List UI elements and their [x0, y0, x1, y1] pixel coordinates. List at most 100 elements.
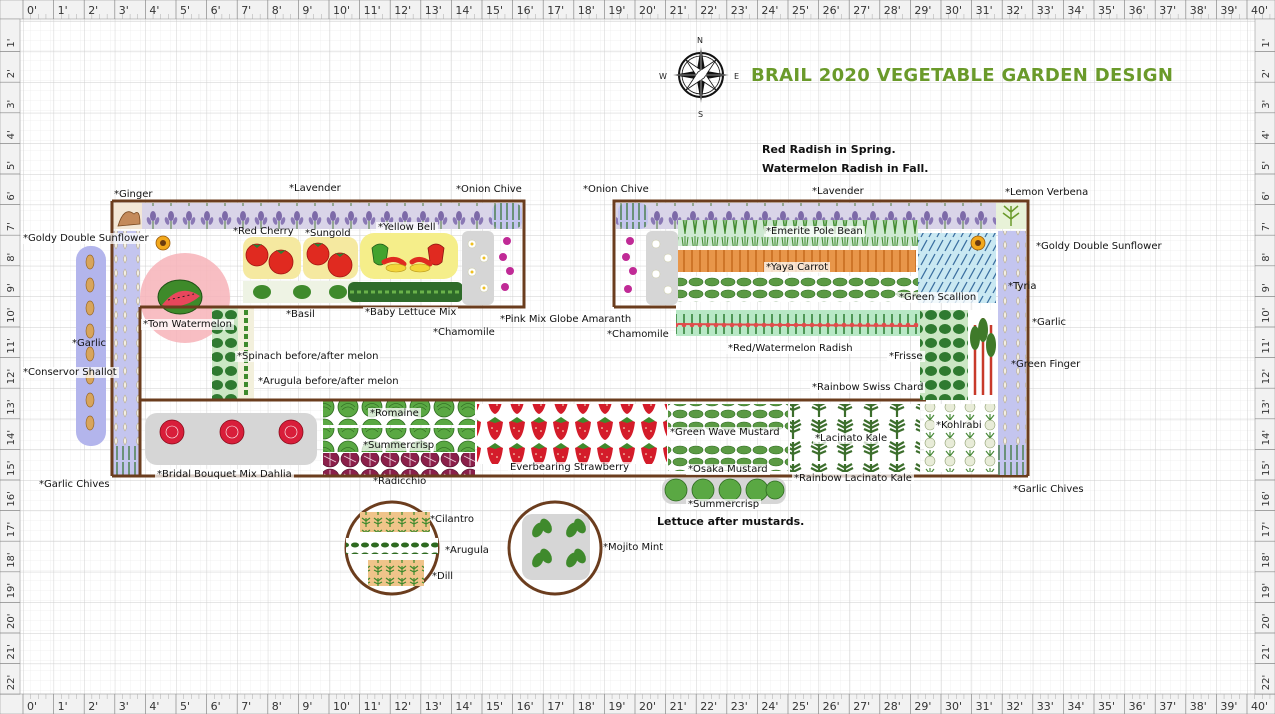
- ruler-right-label: 8': [1261, 253, 1272, 262]
- ruler-top-label: 7': [241, 4, 251, 17]
- label-yellow-bell[interactable]: *Yellow Bell: [376, 222, 438, 233]
- ruler-right-label: 6': [1261, 191, 1272, 200]
- label-green-finger[interactable]: *Green Finger: [1011, 359, 1081, 370]
- ruler-bottom-label: 35': [1098, 700, 1115, 713]
- label-frisse[interactable]: *Frisse: [887, 351, 925, 362]
- label-garlic-left[interactable]: *Garlic: [72, 338, 107, 349]
- label-red-cherry[interactable]: *Red Cherry: [233, 226, 294, 237]
- label-lacinato-kale[interactable]: *Lacinato Kale: [813, 433, 890, 444]
- label-basil[interactable]: *Basil: [286, 309, 315, 320]
- label-tyria[interactable]: *Tyria: [1008, 281, 1037, 292]
- ruler-top-label: 8': [272, 4, 282, 17]
- label-lavender-left[interactable]: *Lavender: [289, 183, 341, 194]
- label-goldy-left[interactable]: *Goldy Double Sunflower: [21, 233, 151, 244]
- ruler-right-label: 13': [1261, 399, 1272, 414]
- ruler-left-label: 7': [6, 222, 17, 231]
- label-yaya-carrot[interactable]: *Yaya Carrot: [764, 262, 831, 273]
- ruler-right-label: 11': [1261, 338, 1272, 353]
- label-tom-watermelon[interactable]: *Tom Watermelon: [141, 319, 234, 330]
- ruler-left-label: 4': [6, 130, 17, 139]
- label-everbearing-strawberry[interactable]: Everbearing Strawberry: [508, 462, 632, 473]
- ruler-bottom-label: 2': [88, 700, 98, 713]
- ruler-top-label: 36': [1129, 4, 1146, 17]
- ruler-top-label: 28': [884, 4, 901, 17]
- ruler-bottom-label: 27': [853, 700, 870, 713]
- ruler-bottom-label: 32': [1006, 700, 1023, 713]
- label-lemon-verbena[interactable]: *Lemon Verbena: [1005, 187, 1089, 198]
- ruler-right-label: 18': [1261, 552, 1272, 567]
- label-baby-lettuce-mix[interactable]: *Baby Lettuce Mix: [363, 307, 459, 318]
- ruler-right-label: 10': [1261, 308, 1272, 323]
- label-green-scallion[interactable]: *Green Scallion: [897, 292, 979, 303]
- label-onion-chive-right[interactable]: *Onion Chive: [583, 184, 649, 195]
- ruler-bottom-label: 4': [149, 700, 159, 713]
- ruler-right-label: 4': [1261, 130, 1272, 139]
- label-garlic-chives-right[interactable]: *Garlic Chives: [1013, 484, 1084, 495]
- ruler-right-label: 1': [1261, 38, 1272, 47]
- note-lettuce-after: Lettuce after mustards.: [657, 515, 805, 528]
- ruler-left-label: 1': [6, 38, 17, 47]
- label-pink-globe-amaranth[interactable]: *Pink Mix Globe Amaranth: [500, 314, 632, 325]
- ruler-left-label: 12': [6, 369, 17, 384]
- ruler-left-label: 17': [6, 522, 17, 537]
- label-red-watermelon-radish[interactable]: *Red/Watermelon Radish: [726, 343, 855, 354]
- label-rainbow-swiss-chard[interactable]: *Rainbow Swiss Chard: [810, 382, 926, 393]
- ruler-right-label: 9': [1261, 283, 1272, 292]
- ruler-bottom-label: 15': [486, 700, 503, 713]
- label-lavender-right[interactable]: *Lavender: [812, 186, 864, 197]
- ruler-right-label: 3': [1261, 100, 1272, 109]
- label-goldy-right[interactable]: *Goldy Double Sunflower: [1036, 241, 1162, 252]
- ruler-top-label: 24': [761, 4, 778, 17]
- ruler-bottom-label: 9': [302, 700, 312, 713]
- ruler-bottom-label: 29': [914, 700, 931, 713]
- label-chamomile-left[interactable]: *Chamomile: [433, 327, 495, 338]
- label-emerite-pole-bean[interactable]: *Emerite Pole Bean: [764, 226, 865, 237]
- ruler-top-label: 31': [976, 4, 993, 17]
- label-onion-chive-left[interactable]: *Onion Chive: [456, 184, 522, 195]
- ruler-left-label: 16': [6, 491, 17, 506]
- ruler-right-label: 17': [1261, 522, 1272, 537]
- ruler-bottom-label: 20': [639, 700, 656, 713]
- label-ginger[interactable]: *Ginger: [114, 189, 153, 200]
- label-summercrisp-bottom[interactable]: *Summercrisp: [686, 499, 762, 510]
- compass-rose-icon: [673, 47, 729, 103]
- label-romaine[interactable]: *Romaine: [368, 408, 421, 419]
- label-garlic-right[interactable]: *Garlic: [1032, 317, 1067, 328]
- ruler-top-label: 37': [1159, 4, 1176, 17]
- ruler-bottom-label: 38': [1190, 700, 1207, 713]
- ruler-top-label: 4': [149, 4, 159, 17]
- ruler-left-label: 3': [6, 100, 17, 109]
- label-summercrisp-top[interactable]: *Summercrisp: [361, 440, 437, 451]
- label-arugula-pot[interactable]: *Arugula: [445, 545, 489, 556]
- bed-right-upper: [612, 199, 1030, 476]
- label-mojito-mint[interactable]: *Mojito Mint: [603, 542, 664, 553]
- ruler-left-label: 9': [6, 283, 17, 292]
- compass-south: S: [698, 110, 704, 119]
- label-kohlrabi[interactable]: *Kohlrabi: [934, 420, 984, 431]
- ruler-bottom-label: 21': [670, 700, 687, 713]
- ruler-bottom-label: 16': [517, 700, 534, 713]
- label-bridal-bouquet-dahlia[interactable]: *Bridal Bouquet Mix Dahlia: [155, 469, 294, 480]
- label-radicchio[interactable]: *Radicchio: [373, 476, 427, 487]
- ruler-top-label: 22': [700, 4, 717, 17]
- label-green-wave-mustard[interactable]: *Green Wave Mustard: [668, 427, 782, 438]
- ruler-top-label: 9': [302, 4, 312, 17]
- label-conservor-shallot[interactable]: *Conservor Shallot: [21, 367, 119, 378]
- label-chamomile-right[interactable]: *Chamomile: [607, 329, 669, 340]
- ruler-right-label: 14': [1261, 430, 1272, 445]
- label-cilantro[interactable]: *Cilantro: [430, 514, 474, 525]
- label-sungold[interactable]: *Sungold: [305, 228, 351, 239]
- ruler-bottom-label: 30': [945, 700, 962, 713]
- label-garlic-chives-left[interactable]: *Garlic Chives: [39, 479, 110, 490]
- label-dill[interactable]: *Dill: [432, 571, 454, 582]
- ruler-top-label: 16': [517, 4, 534, 17]
- ruler-right-label: 7': [1261, 222, 1272, 231]
- label-arugula-melon[interactable]: *Arugula before/after melon: [256, 376, 401, 387]
- ruler-right-label: 19': [1261, 583, 1272, 598]
- label-spinach[interactable]: *Spinach before/after melon: [235, 351, 381, 362]
- ruler-top-label: 0': [27, 4, 37, 17]
- ruler-top-label: 23': [731, 4, 748, 17]
- label-osaka-mustard[interactable]: *Osaka Mustard: [686, 464, 770, 475]
- ruler-left-label: 19': [6, 583, 17, 598]
- label-rainbow-lacinato-kale[interactable]: *Rainbow Lacinato Kale: [792, 473, 914, 484]
